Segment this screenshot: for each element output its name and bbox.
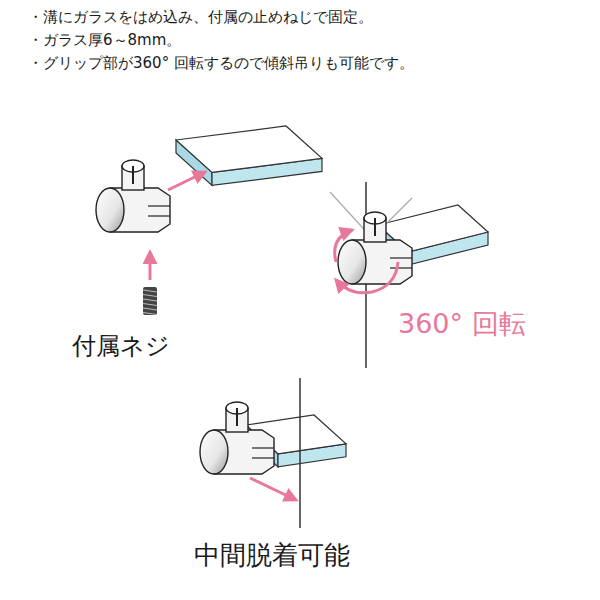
insert-arrow <box>168 172 205 190</box>
note-text: ・ガラス厚6～8mm。 <box>28 31 181 50</box>
rotate-arrow <box>336 262 398 293</box>
glass-face <box>176 126 322 172</box>
wires <box>300 182 412 528</box>
grip-fittings <box>96 160 412 474</box>
part-label: 付属ネジ <box>72 330 170 362</box>
grip-face <box>338 240 366 284</box>
wire-slot <box>236 408 238 426</box>
screw-thread <box>143 290 157 292</box>
glass-groove <box>252 447 274 448</box>
detach-arrow <box>250 478 296 500</box>
screw-thread <box>143 295 157 297</box>
grip-fitting <box>96 160 170 232</box>
wire-slot <box>132 166 134 184</box>
glass-groove <box>252 457 274 458</box>
screw-thread <box>143 304 157 306</box>
pink-arrows <box>150 172 398 500</box>
grip-face <box>96 188 124 232</box>
feature-label: 中間脱着可能 <box>194 538 350 573</box>
note-text: ・グリップ部が360° 回転するので傾斜吊りも可能です。 <box>28 54 414 73</box>
grip-fitting <box>338 212 412 284</box>
glass-groove <box>390 267 412 268</box>
note-text: ・溝にガラスをはめ込み、付属の止めねじで固定。 <box>28 8 373 27</box>
screw-thread <box>143 299 157 301</box>
glass-panels <box>176 126 488 467</box>
screw-thread <box>143 313 157 315</box>
glass-groove <box>148 205 170 206</box>
glass-groove <box>148 215 170 216</box>
grip-face <box>200 430 228 474</box>
wire <box>299 378 301 528</box>
grip-fitting <box>200 402 274 474</box>
screw-thread <box>143 308 157 310</box>
screw-body <box>143 287 157 315</box>
rotate-arrow <box>335 230 352 262</box>
set-screw <box>143 287 157 315</box>
wire-slot <box>374 218 376 236</box>
screw-arrow <box>149 252 152 280</box>
rotation-label: 360° 回転 <box>398 306 526 342</box>
glass-groove <box>390 257 412 258</box>
